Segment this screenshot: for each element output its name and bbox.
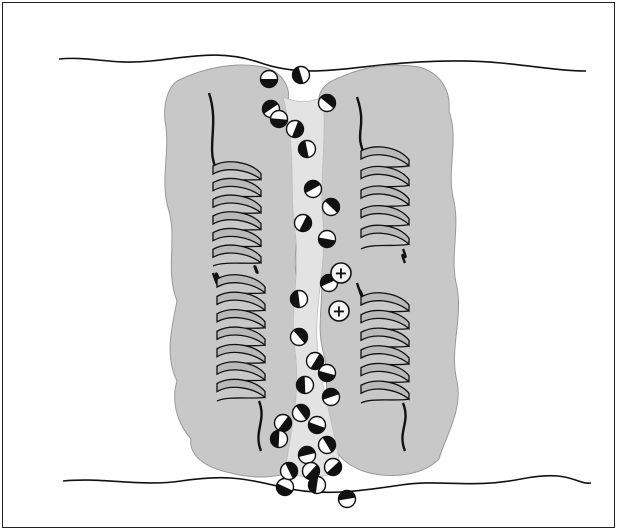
helix-tail — [402, 249, 405, 263]
water-molecule — [275, 415, 292, 432]
water-molecule — [297, 377, 314, 394]
ion-channel-diagram: ++ — [3, 3, 614, 527]
water-molecule — [291, 291, 308, 308]
water-molecule — [325, 459, 342, 476]
water-molecule — [323, 199, 340, 216]
water-molecule — [261, 71, 278, 88]
water-molecule — [319, 95, 336, 112]
membrane-top-line — [59, 55, 586, 71]
cation: + — [329, 301, 349, 321]
water-molecule — [319, 437, 336, 454]
water-molecule — [319, 365, 336, 382]
water-molecule — [299, 141, 316, 158]
water-molecule — [323, 389, 340, 406]
water-molecule — [305, 181, 322, 198]
water-molecule — [271, 111, 288, 128]
water-molecule — [293, 405, 310, 422]
water-molecule — [299, 447, 316, 464]
water-molecule — [318, 231, 335, 248]
cation-plus-sign: + — [334, 264, 347, 283]
water-molecule — [293, 67, 310, 84]
water-molecule — [271, 431, 288, 448]
water-molecule — [309, 477, 326, 494]
water-molecule — [287, 121, 304, 138]
cation-plus-sign: + — [332, 302, 345, 321]
membrane-bottom-line — [63, 476, 591, 493]
water-molecule — [277, 479, 294, 496]
water-molecule — [291, 329, 308, 346]
water-molecule — [295, 215, 312, 232]
cation: + — [331, 263, 351, 283]
water-molecule — [309, 417, 326, 434]
water-molecule — [339, 491, 356, 508]
water-molecule — [281, 463, 298, 480]
